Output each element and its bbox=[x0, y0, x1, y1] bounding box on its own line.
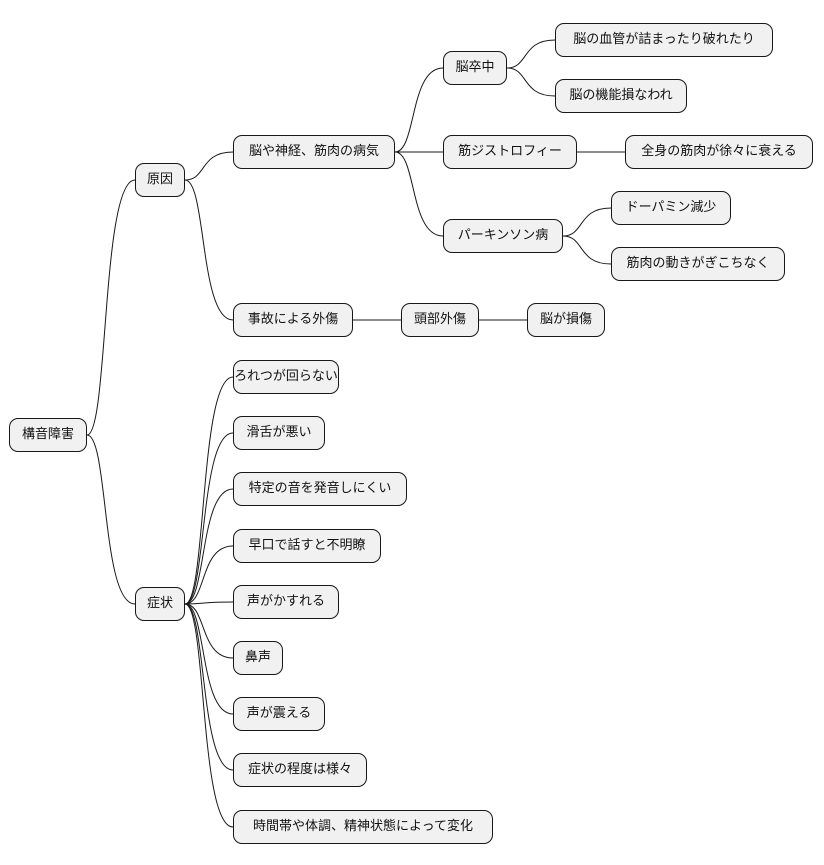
connector-symptoms-to-sym-3 bbox=[184, 545, 234, 605]
node-head-injury-detail: 脳が損傷 bbox=[527, 303, 605, 337]
node-head-injury: 頭部外傷 bbox=[401, 303, 479, 337]
node-symptom: ろれつが回らない bbox=[233, 360, 339, 394]
node-brain-disease: 脳や神経、筋肉の病気 bbox=[233, 135, 395, 169]
node-parkinson: パーキンソン病 bbox=[443, 219, 563, 253]
connector-cause-to-brain bbox=[184, 151, 234, 181]
connector-park-to-park-1 bbox=[562, 235, 612, 265]
connector-stroke-to-stroke-1 bbox=[506, 67, 556, 97]
connector-symptoms-to-sym-5 bbox=[184, 603, 234, 659]
node-stroke-detail-2: 脳の機能損なわれ bbox=[555, 79, 687, 113]
node-stroke: 脳卒中 bbox=[443, 51, 507, 85]
connector-symptoms-to-sym-2 bbox=[184, 488, 234, 605]
connector-root-to-cause bbox=[86, 179, 136, 436]
node-symptom: 症状の程度は様々 bbox=[233, 753, 367, 787]
node-symptom: 鼻声 bbox=[233, 641, 283, 675]
node-parkinson-detail-1: ドーパミン減少 bbox=[611, 191, 731, 225]
node-dystrophy-detail: 全身の筋肉が徐々に衰える bbox=[625, 135, 813, 169]
connector-root-to-symptoms bbox=[86, 434, 136, 605]
node-cause: 原因 bbox=[135, 163, 185, 197]
connector-brain-to-stroke bbox=[394, 67, 444, 153]
node-symptom: 早口で話すと不明瞭 bbox=[233, 529, 381, 563]
node-symptoms: 症状 bbox=[135, 587, 185, 621]
node-root: 構音障害 bbox=[9, 418, 87, 452]
connector-symptoms-to-sym-0 bbox=[184, 376, 234, 605]
node-symptom: 滑舌が悪い bbox=[233, 416, 325, 450]
node-symptom: 特定の音を発音しにくい bbox=[233, 472, 407, 506]
node-parkinson-detail-2: 筋肉の動きがぎこちなく bbox=[611, 247, 785, 281]
node-symptom: 声がかすれる bbox=[233, 585, 339, 619]
node-symptom: 声が震える bbox=[233, 697, 325, 731]
connector-symptoms-to-sym-6 bbox=[184, 603, 234, 715]
connector-park-to-park-0 bbox=[562, 207, 612, 237]
node-stroke-detail-1: 脳の血管が詰まったり破れたり bbox=[555, 23, 773, 57]
connector-symptoms-to-sym-4 bbox=[184, 601, 234, 605]
connector-symptoms-to-sym-8 bbox=[184, 603, 234, 828]
connector-symptoms-to-sym-1 bbox=[184, 432, 234, 605]
node-accident: 事故による外傷 bbox=[233, 303, 353, 337]
connector-brain-to-park bbox=[394, 151, 444, 237]
node-muscular-dystrophy: 筋ジストロフィー bbox=[443, 135, 577, 169]
connector-stroke-to-stroke-0 bbox=[506, 39, 556, 69]
node-symptom: 時間帯や体調、精神状態によって変化 bbox=[233, 810, 493, 844]
connector-cause-to-accident bbox=[184, 179, 234, 321]
connector-symptoms-to-sym-7 bbox=[184, 603, 234, 771]
